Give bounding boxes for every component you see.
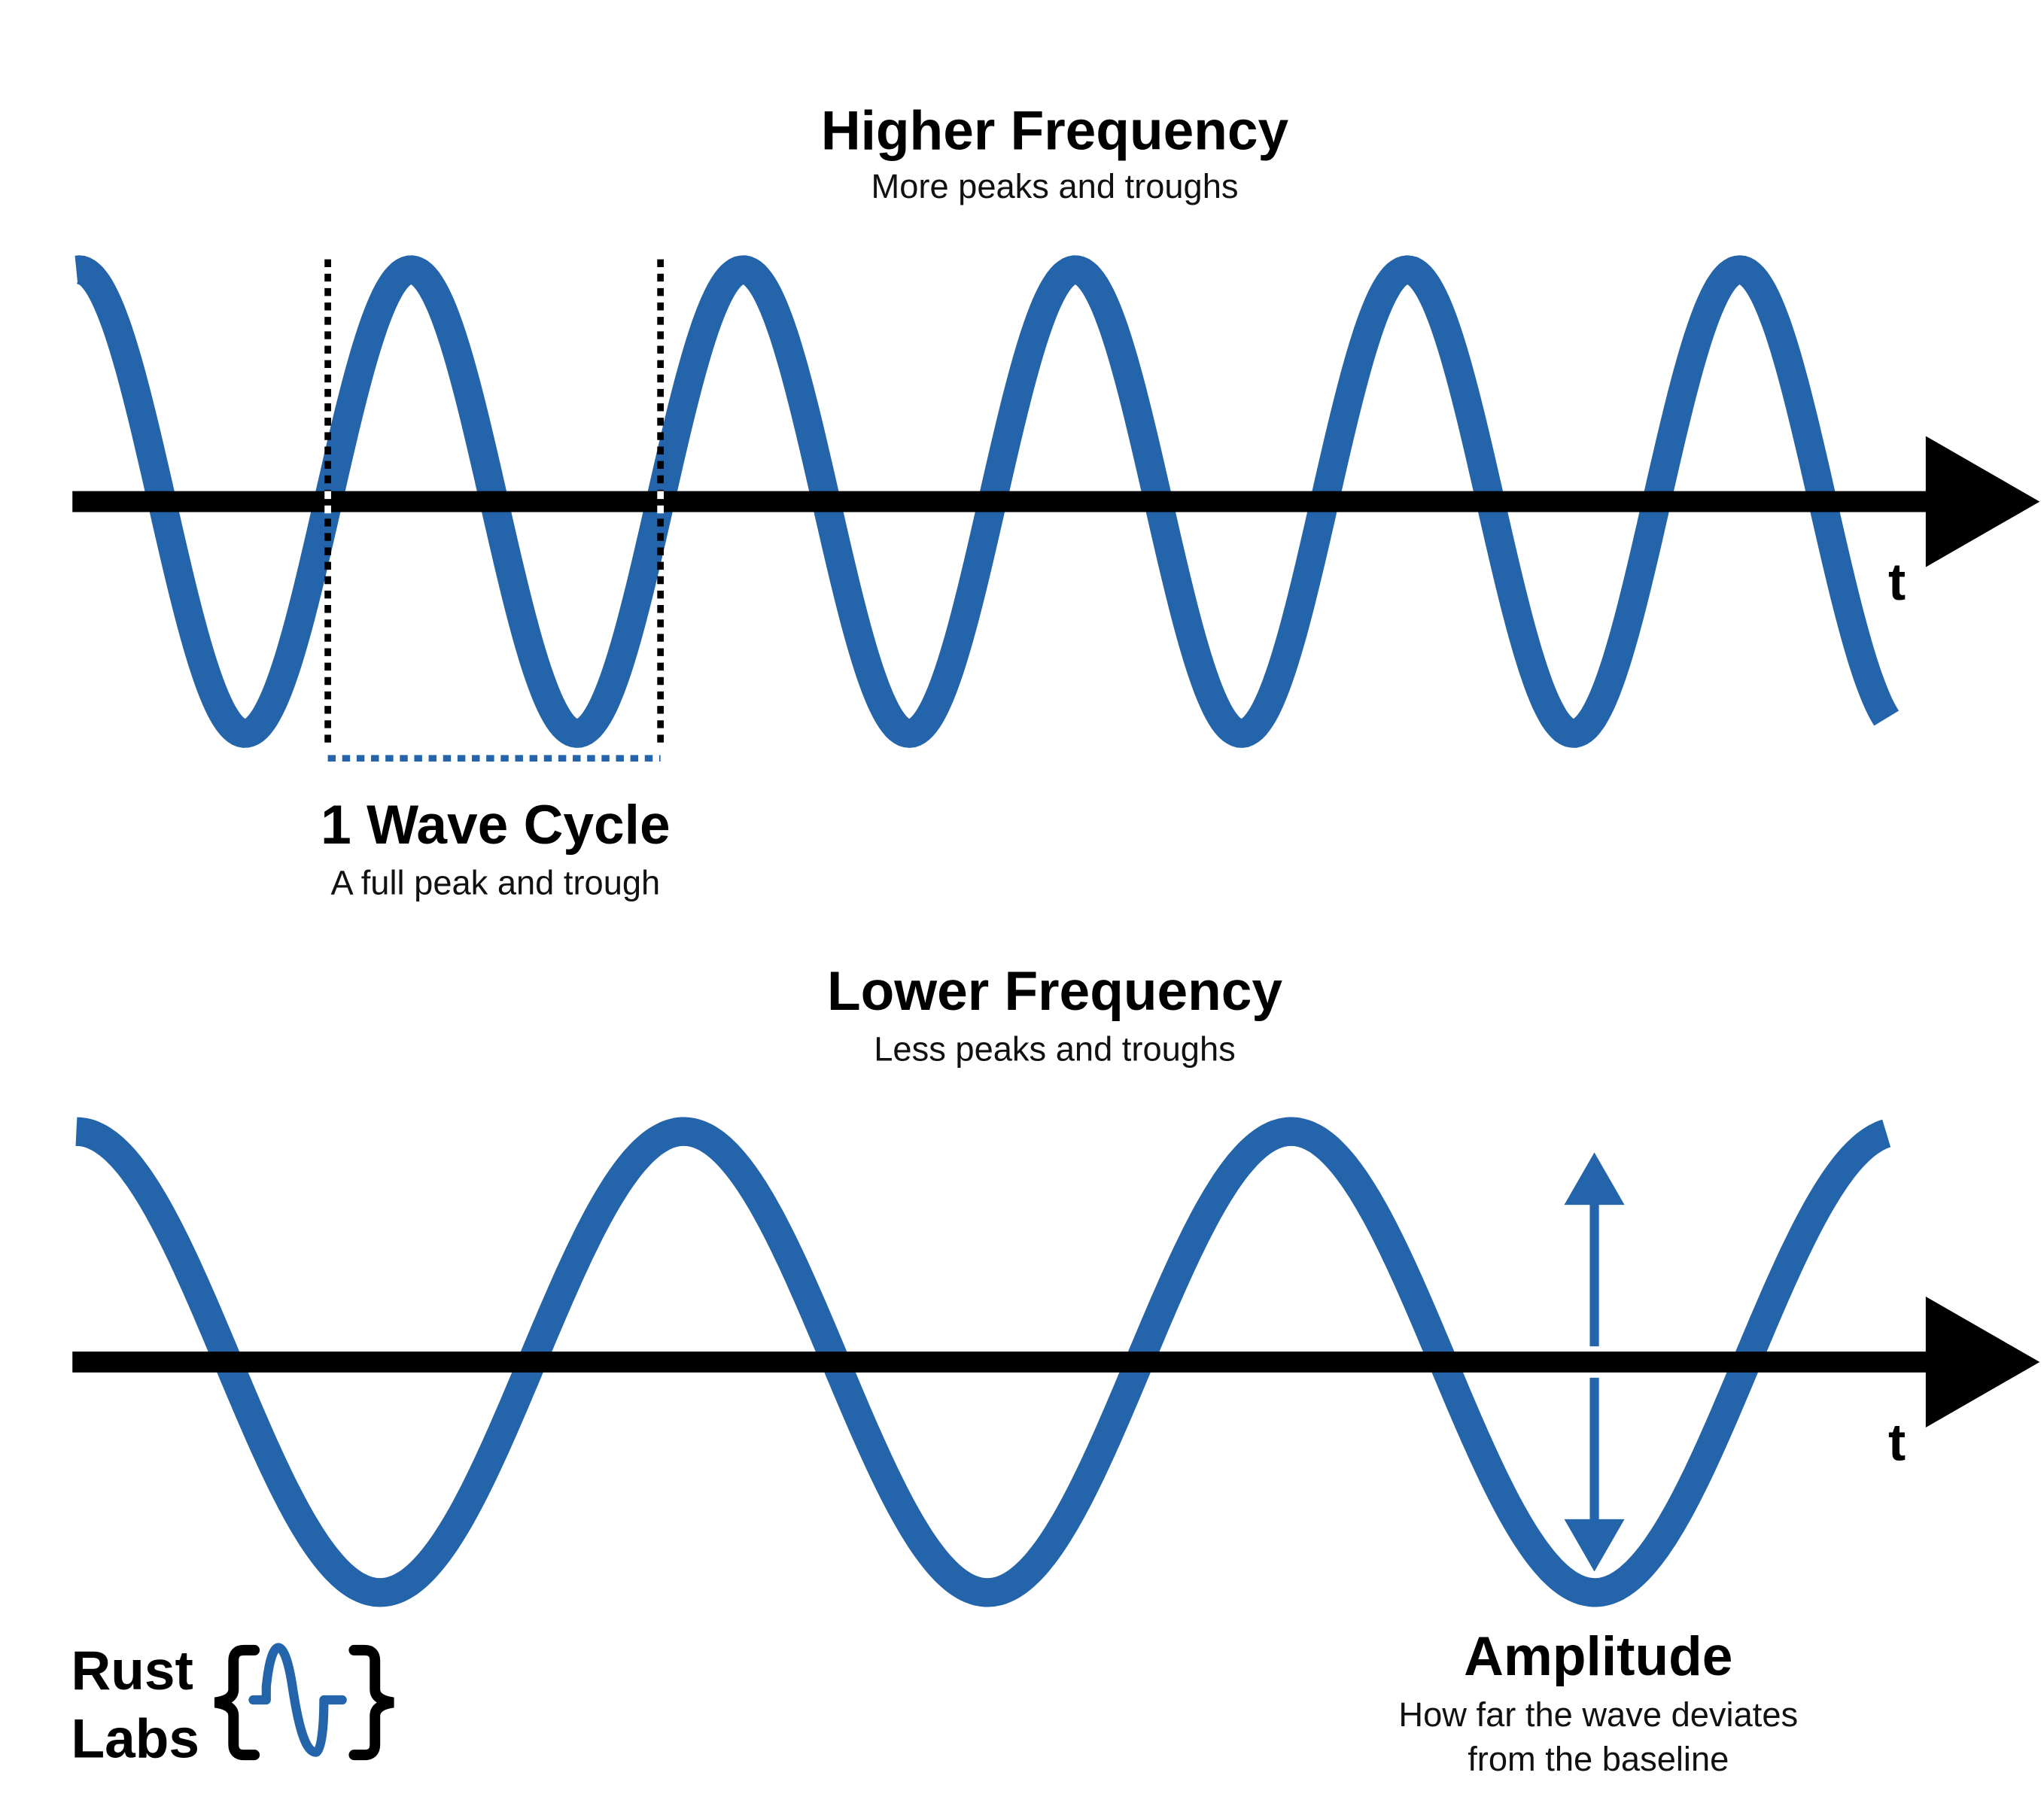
bottom-title: Lower Frequency — [827, 961, 1282, 1022]
bottom-axis-label: t — [1888, 1413, 1906, 1472]
amplitude-subtitle-line1: How far the wave deviates — [1398, 1695, 1798, 1734]
top-subtitle: More peaks and troughs — [871, 167, 1239, 205]
cycle-title: 1 Wave Cycle — [321, 795, 670, 856]
low-frequency-wave — [75, 1117, 1891, 1607]
logo-line1: Rust — [71, 1640, 193, 1701]
cycle-subtitle: A full peak and trough — [330, 864, 660, 902]
logo-line2: Labs — [71, 1709, 199, 1770]
amplitude-subtitle-line2: from the baseline — [1468, 1740, 1729, 1778]
cycle-markers — [324, 259, 665, 762]
bottom-subtitle: Less peaks and troughs — [874, 1030, 1235, 1069]
top-axis-label: t — [1888, 552, 1906, 611]
logo-left-brace-icon — [214, 1644, 260, 1761]
amplitude-arrow — [1564, 1152, 1625, 1572]
bottom-axis-arrowhead — [1925, 1296, 2040, 1428]
amplitude-arrow-down-head — [1564, 1519, 1625, 1572]
logo-wave-icon — [248, 1643, 347, 1757]
rust-labs-logo: Rust Labs — [71, 1640, 394, 1770]
top-axis-arrowhead — [1925, 436, 2040, 567]
amplitude-arrow-up-head — [1564, 1152, 1625, 1206]
top-title: Higher Frequency — [821, 100, 1289, 161]
logo-right-brace-icon — [348, 1644, 394, 1761]
high-frequency-wave — [75, 255, 1900, 748]
amplitude-title: Amplitude — [1464, 1626, 1732, 1687]
